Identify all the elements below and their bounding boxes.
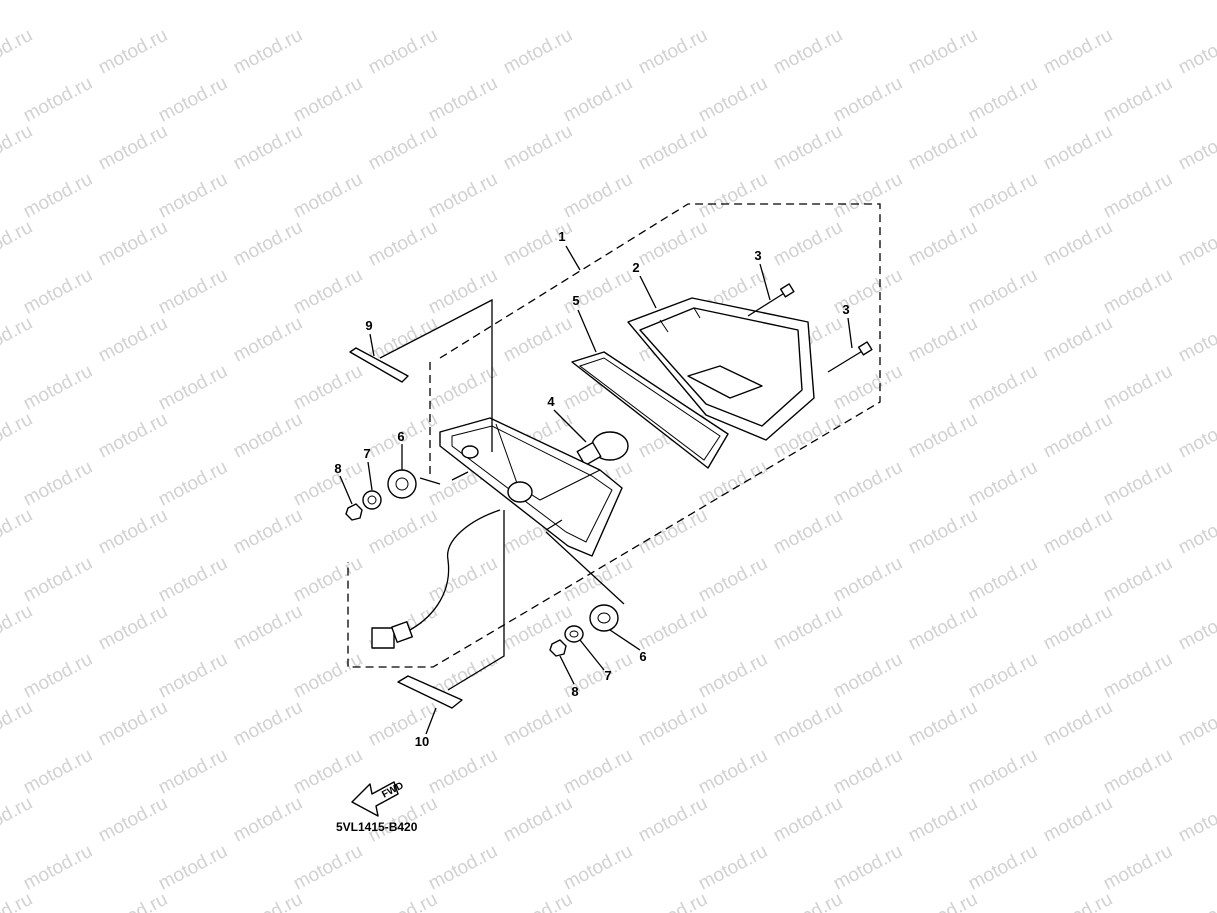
part-collar-right[interactable]: [564, 625, 584, 643]
leader-left-fasteners: [419, 477, 441, 485]
callout-8-left: 8: [334, 461, 341, 476]
leader-right-fasteners: [545, 531, 625, 605]
part-wire-harness[interactable]: [371, 509, 501, 649]
part-lens[interactable]: [627, 297, 815, 441]
callout-1: 1: [558, 229, 565, 244]
part-housing[interactable]: [439, 417, 623, 557]
callout-7-left: 7: [363, 446, 370, 461]
callout-7-right: 7: [604, 668, 611, 683]
callout-6-left: 6: [397, 429, 404, 444]
leader-reflector-lower: [447, 510, 505, 691]
callout-5: 5: [572, 293, 579, 308]
part-nut-right[interactable]: [549, 639, 567, 657]
part-reflector-lower[interactable]: [397, 675, 463, 709]
callout-2: 2: [632, 260, 639, 275]
leader-reflector-upper: [379, 298, 493, 452]
diagram-code: 5VL1415-B420: [336, 820, 418, 834]
callout-3-lower: 3: [842, 302, 849, 317]
part-reflector-upper[interactable]: [349, 347, 409, 383]
callout-9: 9: [365, 318, 372, 333]
assembly-outline: [347, 203, 881, 668]
part-bulb[interactable]: [576, 431, 629, 467]
part-nut-left[interactable]: [345, 503, 363, 521]
callout-10: 10: [415, 734, 429, 749]
part-screw-upper[interactable]: [747, 283, 795, 317]
callout-3-upper: 3: [754, 248, 761, 263]
callout-8-right: 8: [571, 684, 578, 699]
part-screw-lower[interactable]: [827, 341, 873, 373]
part-collar-left[interactable]: [362, 490, 382, 510]
fwd-arrow-icon: FWD: [351, 780, 406, 817]
part-damper-right[interactable]: [589, 604, 619, 632]
callout-4: 4: [547, 394, 555, 409]
part-damper-left[interactable]: [387, 469, 417, 499]
part-gasket[interactable]: [571, 351, 729, 469]
callout-6-right: 6: [639, 649, 646, 664]
callout-leaders: [339, 245, 853, 735]
